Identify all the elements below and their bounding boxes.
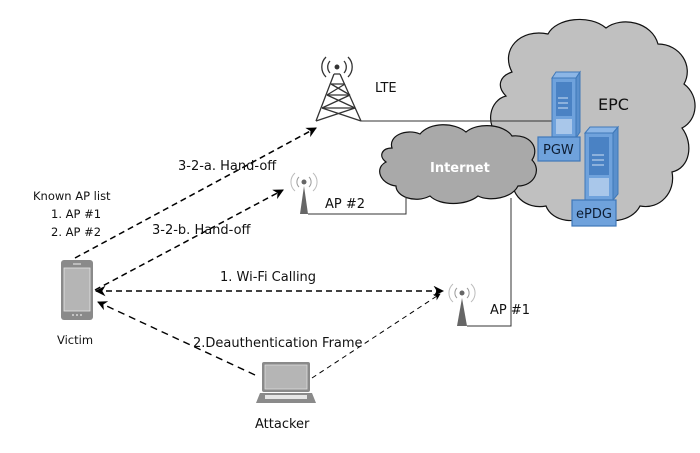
ap1-antenna-icon <box>448 283 476 326</box>
epc-label: EPC <box>598 95 629 114</box>
known-ap-list-item: 1. AP #1 <box>51 207 101 221</box>
wifi-calling-label: 1. Wi-Fi Calling <box>220 270 316 285</box>
ap2-antenna-icon <box>290 172 318 214</box>
pgw-label-box <box>537 136 581 162</box>
handoff-a-label: 3-2-a. Hand-off <box>178 159 277 174</box>
ap1-internet-link <box>467 198 512 327</box>
epdg-label-box <box>571 199 617 227</box>
known-ap-list-item: 2. AP #2 <box>51 225 101 239</box>
attacker-label: Attacker <box>255 417 310 432</box>
deauth-to-ap1-arrow <box>311 293 441 379</box>
victim-label: Victim <box>57 333 93 347</box>
internet-label: Internet <box>430 161 490 176</box>
deauth-to-victim-arrow <box>97 301 256 376</box>
laptop-icon <box>256 362 316 403</box>
handoff-b-arrow <box>94 189 284 291</box>
known-ap-list-title: Known AP list <box>33 189 111 203</box>
ap1-label: AP #1 <box>490 303 530 318</box>
lte-label: LTE <box>375 81 397 96</box>
smartphone-icon <box>61 260 93 320</box>
handoff-a-arrow <box>74 127 317 259</box>
handoff-b-label: 3-2-b. Hand-off <box>152 223 252 238</box>
ap2-internet-link <box>308 197 407 215</box>
lte-tower-icon <box>315 56 362 122</box>
internet-cloud <box>379 124 537 205</box>
pgw-label: PGW <box>543 143 574 158</box>
pgw-server-icon <box>551 70 581 140</box>
epdg-server-icon <box>583 125 620 202</box>
ap2-label: AP #2 <box>325 197 365 212</box>
deauth-label: 2.Deauthentication Frame <box>193 336 363 351</box>
epdg-label: ePDG <box>576 207 612 222</box>
